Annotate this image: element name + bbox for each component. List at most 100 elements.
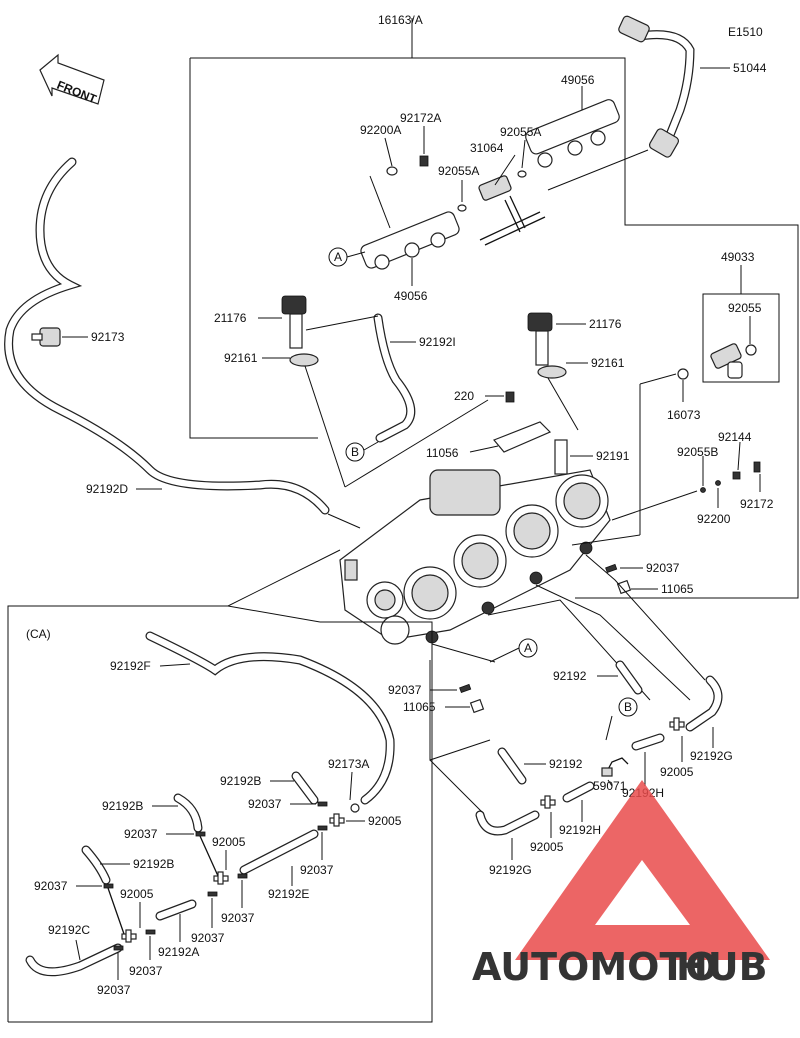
part-label: 21176: [214, 311, 247, 325]
part-label: 92005: [530, 840, 564, 854]
hose-92192B-a: [291, 771, 319, 805]
part-label: 51044: [733, 61, 767, 75]
watermark-triangle-icon: [515, 780, 770, 960]
part-label: 92192B: [133, 857, 174, 871]
part-label: 11056: [426, 446, 459, 460]
fitting-92173A: [350, 803, 360, 813]
clamp-92037: [605, 563, 618, 574]
part-label: 11065: [403, 700, 436, 714]
part-label: 92192: [553, 669, 587, 683]
part-label: 92037: [646, 561, 680, 575]
hose-92192-upper: [615, 660, 643, 695]
part-label: 220: [454, 389, 474, 403]
injector-right: [527, 312, 567, 379]
hose-92191: [554, 439, 568, 475]
svg-text:A: A: [524, 641, 532, 655]
clamp: [113, 945, 124, 951]
watermark-logo: AUTOMOTO HUB: [472, 780, 770, 989]
joint-59071: [601, 757, 629, 777]
hose-92192H-a: [631, 733, 665, 751]
tee-92005: [213, 871, 229, 885]
hose-92192D: [4, 157, 330, 515]
cap-11065: [469, 698, 485, 714]
part-label: 92192H: [559, 823, 601, 837]
svg-text:HUB: HUB: [676, 945, 768, 989]
part-label: 92055A: [438, 164, 479, 178]
part-label: 49056: [561, 73, 595, 87]
part-label: 92200: [697, 512, 731, 526]
part-label: 16073: [667, 408, 701, 422]
inset-label: (CA): [26, 627, 51, 641]
o-ring-92055: [745, 344, 757, 356]
part-label: 92191: [596, 449, 630, 463]
o-ring-16073: [677, 368, 689, 380]
part-label: 92055A: [500, 125, 541, 139]
bolt-92172A: [419, 155, 429, 167]
part-label: 16163/A: [378, 13, 423, 27]
hose-92192H-b: [562, 781, 595, 803]
o-ring: [457, 204, 467, 212]
clamp: [317, 801, 328, 807]
fitting-92173: [31, 327, 61, 347]
part-label: 92172: [740, 497, 774, 511]
throttle-body-assembly: [339, 469, 611, 645]
clamp: [207, 891, 218, 897]
bracket-11056: [493, 421, 552, 453]
hose-92192I: [373, 313, 416, 443]
o-ring: [517, 170, 527, 178]
part-label: 92005: [212, 835, 246, 849]
part-label: 92200A: [360, 123, 401, 137]
part-label: 92005: [660, 765, 694, 779]
washer-92200: [715, 480, 721, 486]
callout-b: B: [345, 442, 365, 462]
tee-92005: [121, 929, 137, 943]
part-label: 92055B: [677, 445, 718, 459]
joint-pipe-31064: [478, 175, 546, 246]
part-label: 59071: [593, 779, 627, 793]
o-ring-92055B: [700, 487, 706, 493]
hose-92192C: [25, 943, 123, 977]
part-label: 11065: [661, 582, 694, 596]
part-label: 92192: [549, 757, 583, 771]
part-label: 92037: [191, 931, 225, 945]
part-label: 21176: [589, 317, 622, 331]
washer-92200A: [386, 166, 398, 176]
clamp: [103, 883, 114, 889]
fuel-rail-lower: [360, 211, 460, 270]
part-label: 92192I: [419, 335, 456, 349]
callout-a: A: [328, 247, 348, 267]
grommet-92144: [732, 471, 741, 480]
cap-11065: [616, 579, 632, 595]
hose-92192G-left: [475, 810, 540, 836]
part-label: 92172A: [400, 111, 441, 125]
part-label: 92192A: [158, 945, 199, 959]
front-arrow-icon: FRONT: [39, 53, 105, 107]
hose-92192E: [239, 829, 319, 875]
clamp: [145, 929, 156, 935]
part-label: 92037: [34, 879, 68, 893]
part-label: 92055: [728, 301, 762, 315]
part-label: 49033: [721, 250, 755, 264]
part-label: 92173: [91, 330, 125, 344]
hose-92192-lower: [497, 747, 527, 785]
assembly-frame: [190, 57, 799, 599]
part-label: 92037: [97, 983, 131, 997]
part-label: 92192E: [268, 887, 309, 901]
fuel-rail-upper: [525, 99, 620, 168]
part-label: 92037: [248, 797, 282, 811]
part-label: 92037: [388, 683, 422, 697]
tee-92005: [329, 813, 345, 827]
part-label: 92192G: [489, 863, 532, 877]
hose-92192A: [155, 899, 197, 921]
part-label: 92192F: [110, 659, 151, 673]
hose-92192B-c: [81, 845, 111, 885]
injector-left: [281, 295, 319, 367]
clamp: [237, 873, 248, 879]
screw-220: [505, 391, 515, 403]
hose-92192F: [145, 631, 395, 805]
part-label: 92192C: [48, 923, 90, 937]
part-label: 49056: [394, 289, 428, 303]
part-label: 92037: [221, 911, 255, 925]
